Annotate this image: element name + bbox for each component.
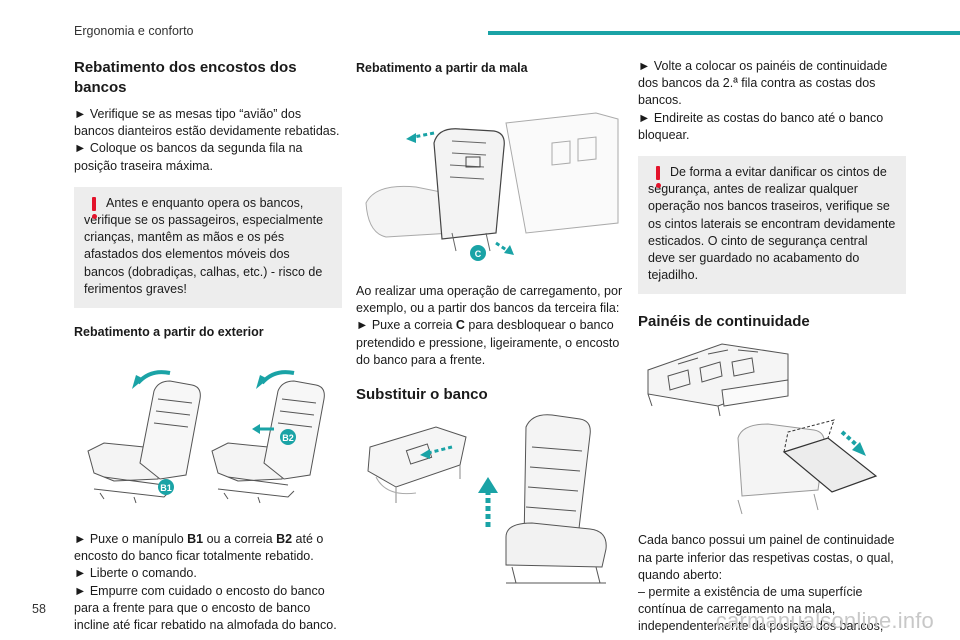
instruction-second-row: ► Coloque os bancos da segunda fila na p… — [74, 141, 303, 173]
warning-icon — [654, 166, 662, 189]
instruction-pull-handle: ► Puxe o manípulo B1 ou a correia B2 até… — [74, 532, 324, 564]
illustration-continuity-panels — [638, 340, 906, 522]
column-2: Rebatimento a partir da mala C Ao realiz… — [356, 58, 624, 597]
label-b1: B1 — [160, 483, 172, 493]
boot-intro-text: Ao realizar uma operação de carregamento… — [356, 284, 623, 316]
subheading-exterior: Rebatimento a partir do exterior — [74, 325, 264, 340]
section-heading-replace-seat: Substituir o banco — [356, 386, 488, 404]
panels-drawing — [647, 343, 878, 515]
instruction-tables: ► Verifique se as mesas tipo “avião” dos… — [74, 107, 340, 139]
instruction-replace-panels: ► Volte a colocar os painéis de continui… — [638, 59, 888, 108]
replace-seat-drawing — [367, 414, 607, 584]
callout-b2 — [280, 429, 296, 446]
instruction-release: ► Liberte o comando. — [74, 566, 197, 581]
warning-text: Antes e enquanto opera os bancos, verifi… — [84, 195, 324, 296]
warning-text-belts: De forma a evitar danificar os cintos de… — [648, 165, 896, 283]
illustration-exterior-fold: B1 B2 — [74, 351, 342, 529]
page-number: 58 — [32, 602, 46, 616]
warning-box-belts: De forma a evitar danificar os cintos de… — [638, 156, 906, 295]
warning-icon — [90, 196, 98, 219]
watermark: carmanualsonline.info — [715, 608, 934, 633]
section-heading-panels: Painéis de continuidade — [638, 313, 810, 331]
warning-box: Antes e enquanto opera os bancos, verifi… — [74, 186, 342, 309]
callout-c — [470, 245, 486, 261]
label-b2: B2 — [282, 433, 294, 443]
callout-b1 — [158, 479, 174, 496]
section-heading-folding: Rebatimento dos encostos dos bancos — [74, 59, 297, 96]
panels-benefit-text: – permite a existência de uma superfície… — [638, 585, 884, 634]
illustration-replace-seat — [356, 407, 624, 597]
seat-fold-drawing: B1 B2 — [87, 370, 325, 504]
instruction-push-backrest: ► Empurre com cuidado o encosto do banco… — [74, 583, 337, 633]
instruction-straighten-backrest: ► Endireite as costas do banco até o ban… — [638, 110, 884, 142]
subheading-from-boot: Rebatimento a partir da mala — [356, 61, 528, 75]
header-accent-bar — [488, 31, 960, 35]
instruction-pull-strap: ► Puxe a correia C para desbloquear o ba… — [356, 318, 620, 367]
column-1: Rebatimento dos encostos dos bancos ► Ve… — [74, 58, 342, 634]
label-c: C — [475, 249, 482, 259]
header-title: Ergonomia e conforto — [74, 24, 194, 38]
boot-fold-drawing: C — [365, 112, 619, 261]
column-3: ► Volte a colocar os painéis de continui… — [638, 58, 906, 636]
illustration-boot-fold: C — [356, 83, 624, 263]
panels-intro-text: Cada banco possui um painel de continuid… — [638, 533, 895, 582]
